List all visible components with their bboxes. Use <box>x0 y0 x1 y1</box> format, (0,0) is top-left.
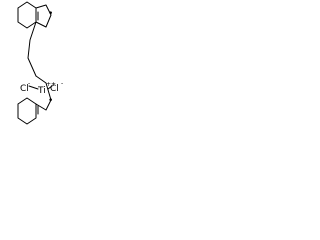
top-cyclohexane-ring <box>17 1 37 29</box>
ti-label: Ti <box>37 86 46 96</box>
cl-right-charge: - <box>61 80 63 87</box>
bottom-cyclopentadienyl-ring <box>35 75 52 111</box>
bottom-cyclohexane-ring <box>17 97 37 125</box>
cl-left-label: Cl <box>20 84 29 94</box>
cl-right-label: Cl <box>50 84 59 94</box>
cl-left-charge: - <box>28 80 30 87</box>
top-cyclopentadienyl-ring <box>35 4 52 28</box>
bottom-radical-dot: • <box>48 96 53 106</box>
ti-cl-right-bond <box>47 85 53 90</box>
chemical-structure-diagram: • • Cl - Ti ++ Cl - <box>17 1 63 125</box>
bond-lines <box>17 1 53 125</box>
ti-cl-left-bond <box>28 85 39 90</box>
top-radical-dot: • <box>48 9 53 19</box>
ethylene-bridge <box>27 21 37 77</box>
ti-charge: ++ <box>46 81 56 88</box>
molecule-canvas: • • Cl - Ti ++ Cl - <box>0 0 72 174</box>
